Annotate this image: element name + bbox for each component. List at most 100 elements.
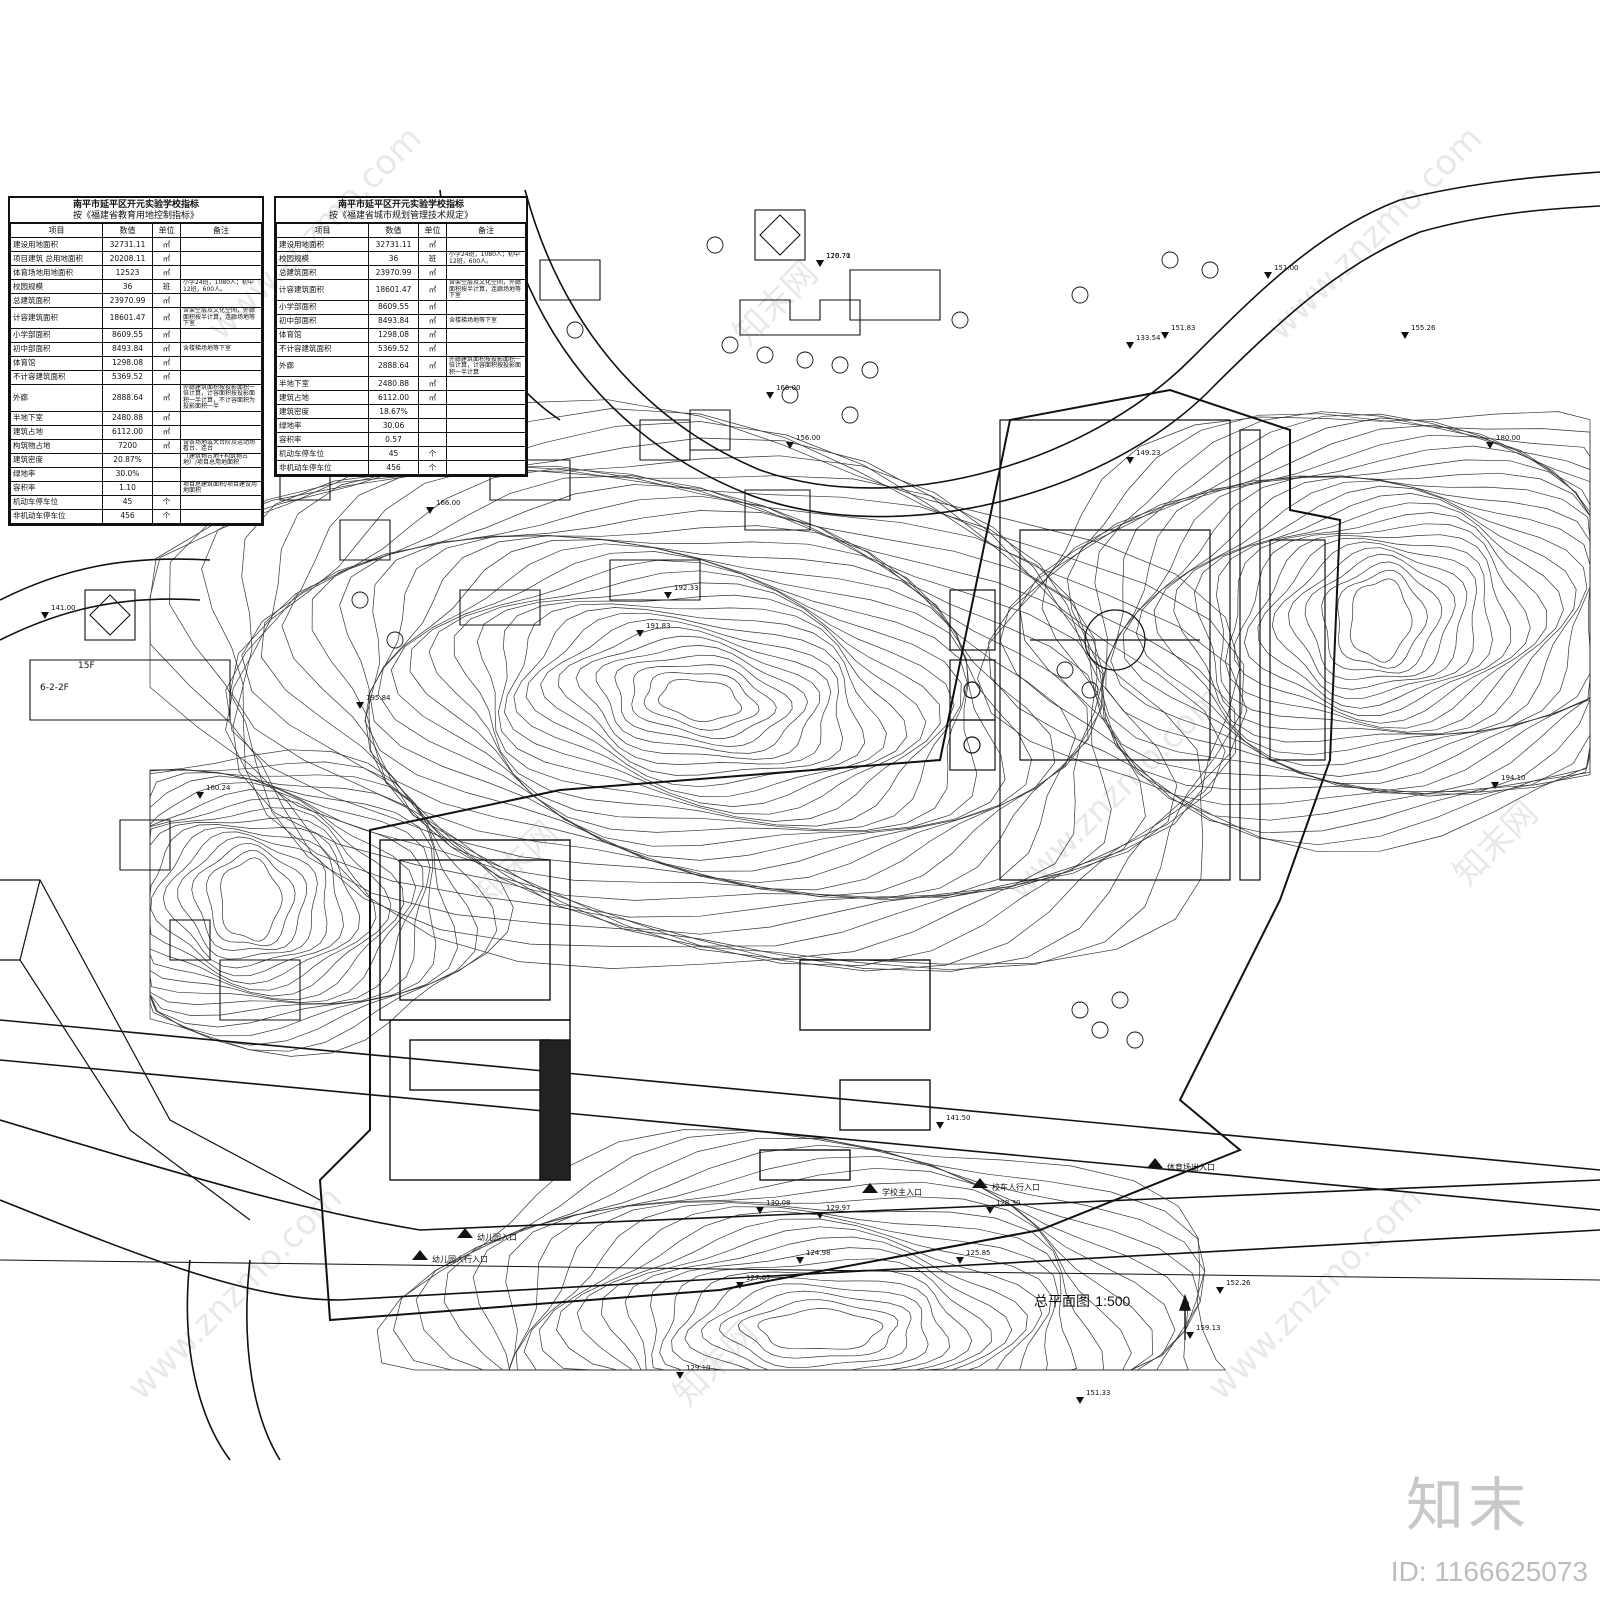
contour-line — [149, 775, 431, 1016]
table-subtitle: 按《福建省城市规划管理技术规定》 — [276, 211, 526, 223]
contour-line — [595, 645, 808, 754]
entrance-arrow-icon — [862, 1183, 878, 1193]
contour-line — [191, 842, 308, 951]
elevation-label: 152.26 — [1226, 1279, 1251, 1287]
tree-symbol — [721, 336, 739, 354]
elevation-marker — [356, 702, 364, 709]
cell-note: 含楼梯场地等下室 — [446, 313, 526, 329]
cell-unit: 班 — [418, 251, 447, 266]
contour-line — [1304, 553, 1456, 680]
cell-unit: ㎡ — [152, 410, 181, 426]
elevation-marker — [756, 1207, 764, 1214]
cell-note — [446, 299, 526, 315]
entrance-arrow-icon — [972, 1178, 988, 1188]
cell-note — [180, 466, 262, 482]
cell-value: 32731.11 — [368, 237, 419, 252]
header-unit: 单位 — [418, 223, 447, 238]
school-buildings — [379, 839, 931, 1181]
cell-value: 23970.99 — [102, 293, 153, 308]
contour-line — [1135, 476, 1591, 767]
cell-value: 8493.84 — [368, 313, 419, 329]
elevated-bridge-road — [0, 879, 321, 1221]
cell-value: 5369.52 — [368, 341, 419, 357]
cell-unit: 个 — [152, 494, 181, 510]
cell-item: 建设用地面积 — [10, 237, 103, 252]
contour-line — [1349, 578, 1413, 663]
cell-unit — [418, 404, 447, 419]
cell-value: 18601.47 — [102, 307, 153, 329]
elevation-marker — [786, 442, 794, 449]
cell-unit: ㎡ — [152, 307, 181, 329]
cell-item: 构筑物占地 — [10, 438, 103, 454]
cell-value: 8493.84 — [102, 341, 153, 357]
cell-unit — [418, 432, 447, 447]
tree-symbol — [1071, 1001, 1089, 1019]
cell-item: 容积率 — [276, 432, 369, 447]
cell-unit: ㎡ — [152, 327, 181, 343]
cell-item: 校园规模 — [10, 279, 103, 294]
cell-value: 30.0% — [102, 466, 153, 482]
cell-value: 18.67% — [368, 404, 419, 419]
cell-note — [180, 355, 262, 371]
header-value: 数值 — [102, 223, 153, 238]
tree-symbol — [1161, 251, 1179, 269]
elevation-marker — [796, 1257, 804, 1264]
cell-note — [180, 369, 262, 385]
cell-unit: ㎡ — [152, 341, 181, 357]
cell-item: 初中部面积 — [276, 313, 369, 329]
contour-line — [376, 1129, 1227, 1371]
cell-item: 计容建筑面积 — [10, 307, 103, 329]
tree-symbol — [781, 386, 799, 404]
cell-item: 体育馆 — [10, 355, 103, 371]
cell-unit: ㎡ — [418, 299, 447, 315]
cell-value: 20.87% — [102, 452, 153, 468]
elevation-markers — [41, 260, 1499, 1404]
cell-unit — [152, 480, 181, 496]
cell-note: 外廊建筑面积按投影面积一倍计算，计容面积按投影面积一半计算 — [446, 355, 526, 377]
tree-symbol — [351, 591, 369, 609]
cell-note: （建筑物占地+构筑物占地）/项目总用地面积 — [180, 452, 262, 468]
elevation-label: 180.00 — [1496, 434, 1521, 442]
elevation-label: 151.00 — [1274, 264, 1299, 272]
brand-logo: 知末 — [1405, 1471, 1530, 1539]
elevation-marker — [1126, 457, 1134, 464]
cell-value: 36 — [368, 251, 419, 266]
cell-value: 6112.00 — [368, 390, 419, 405]
contour-line — [339, 510, 1089, 897]
indicator-table-right: 南平市延平区开元实验学校指标 按《福建省城市规划管理技术规定》 项目 数值 单位… — [274, 196, 528, 477]
cell-note: 小学24班，1080人；初中12班，600人。 — [446, 251, 526, 266]
elevation-label: 125.85 — [966, 1249, 991, 1257]
cell-item: 外廊 — [10, 383, 103, 412]
cell-unit: 个 — [418, 446, 447, 461]
tree-symbol — [1201, 261, 1219, 279]
cell-note: 含架空层及文化空间，外廊面积按半计算，连廊场地等下室 — [446, 279, 526, 301]
contour-line — [260, 475, 1105, 901]
contour-line — [737, 1299, 899, 1359]
contour-line — [657, 678, 743, 722]
building-label: 6-2-2F — [40, 683, 69, 693]
cell-value: 6112.00 — [102, 424, 153, 440]
cell-unit: ㎡ — [152, 383, 181, 412]
elevation-marker — [956, 1257, 964, 1264]
cell-unit — [152, 466, 181, 482]
site-boundary — [318, 388, 1342, 1322]
sports-courts — [949, 589, 996, 771]
cell-item: 绿地率 — [276, 418, 369, 433]
tree-symbol — [1111, 991, 1129, 1009]
cell-item: 不计容建筑面积 — [10, 369, 103, 385]
elevation-marker — [426, 507, 434, 514]
contour-line — [1225, 512, 1547, 729]
cell-value: 456 — [102, 508, 153, 524]
contour-line — [988, 413, 1591, 846]
contour-line — [1094, 434, 1591, 797]
cell-note — [446, 265, 526, 280]
contour-line — [504, 603, 908, 807]
